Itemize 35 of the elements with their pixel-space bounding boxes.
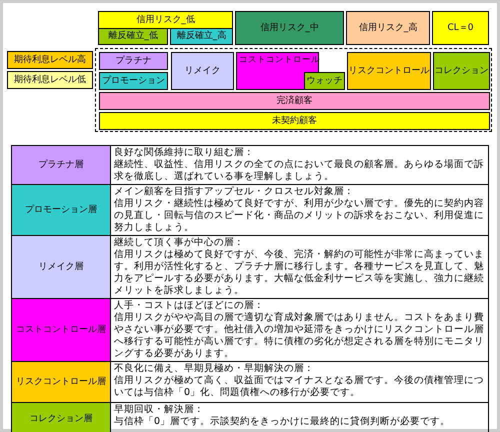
segment-box: リスクコントロール — [347, 52, 431, 90]
level-box: 期待利息レベル低 — [7, 71, 93, 89]
level-box: 期待利息レベル高 — [7, 51, 93, 69]
segment-box: 離反確立_高 — [170, 28, 233, 45]
segment-name-cell: リメイク層 — [12, 236, 110, 298]
description-text: 信用リスクは極めて良好ですが、今後、完済・解約の可能性が非常に高まっています。利用が活性化すると、プラチナ層に移行します。各種サービスを見直して、魅力をアピールする必要があります。大幅な低金利サービス等を実施し、強力に継続メリットを訴求しましょう。 — [114, 249, 485, 297]
segment-name-cell: プロモーション層 — [12, 184, 110, 236]
segment-box: プロモーション — [99, 72, 168, 90]
description-text: 与信枠「0」層です。示談契約をきっかけに最終的に貸倒判断が必要です。 — [114, 416, 452, 428]
segment-box: コレクション — [433, 52, 490, 90]
credit-risk-box: 信用リスク_低 — [98, 11, 233, 29]
description-heading: 早期回収・解決層： — [114, 404, 205, 416]
description-text: 信用リスク・継続性は極めて良好ですが、利用が少ない層です。優先的に契約内容の見直し・回転与信のスピード化・商品のメリットの訴求をおこない、利用促進に努力しましょう。 — [114, 198, 485, 234]
segment-name-cell: プラチナ層 — [12, 146, 110, 184]
description-heading: 人手・コストはほどほどにの層： — [114, 300, 265, 312]
credit-risk-box: 信用リスク_高 — [346, 11, 430, 45]
segment-box: プラチナ — [99, 52, 168, 70]
description-heading: メイン顧客を目指すアップセル・クロスセル対象層： — [114, 186, 355, 198]
description-text: 信用リスクが極めて高く、収益面ではマイナスとなる層です。今後の債権管理については与信枠「0」化、問題債権への移行が必要です。 — [114, 375, 485, 399]
description-heading: 不良化に備え、早期見極め・早期解決の層： — [114, 363, 315, 375]
customer-band: 完済顧客 — [99, 92, 490, 110]
description-text: 継続性、収益性、信用リスクの全ての点において最良の顧客層。あらゆる場面で訴求を徹底し、選ばれている事を理解しましょう。 — [114, 159, 485, 183]
credit-risk-box: CL＝0 — [432, 11, 489, 45]
customer-band: 未契約顧客 — [99, 112, 490, 130]
segment-name-cell: コレクション層 — [12, 402, 110, 432]
segment-box: リメイク — [171, 52, 234, 90]
description-heading: 継続して頂く事が中心の層： — [114, 237, 245, 249]
segment-name-cell: コストコントロール層 — [12, 298, 110, 362]
description-text: 信用リスクがやや高目の層で適切な育成対象層ではありません。コストをあまり費やさない事が必要です。他社借入の増加や延滞をきっかけにリスクコントロール層へ移行する可能性が高い層です。特に債権の劣化が想定される層を特別にモニタリングする必要があります。 — [114, 312, 485, 360]
segment-name-cell: リスクコントロール層 — [12, 362, 110, 402]
credit-risk-box: 信用リスク_中 — [235, 11, 344, 45]
segment-box: ウォッチ — [304, 72, 345, 90]
dashed-group-box — [95, 48, 492, 132]
description-heading: 良好な関係維持に取り組む層： — [114, 147, 255, 159]
segment-box: 離反確立_低 — [98, 28, 168, 45]
